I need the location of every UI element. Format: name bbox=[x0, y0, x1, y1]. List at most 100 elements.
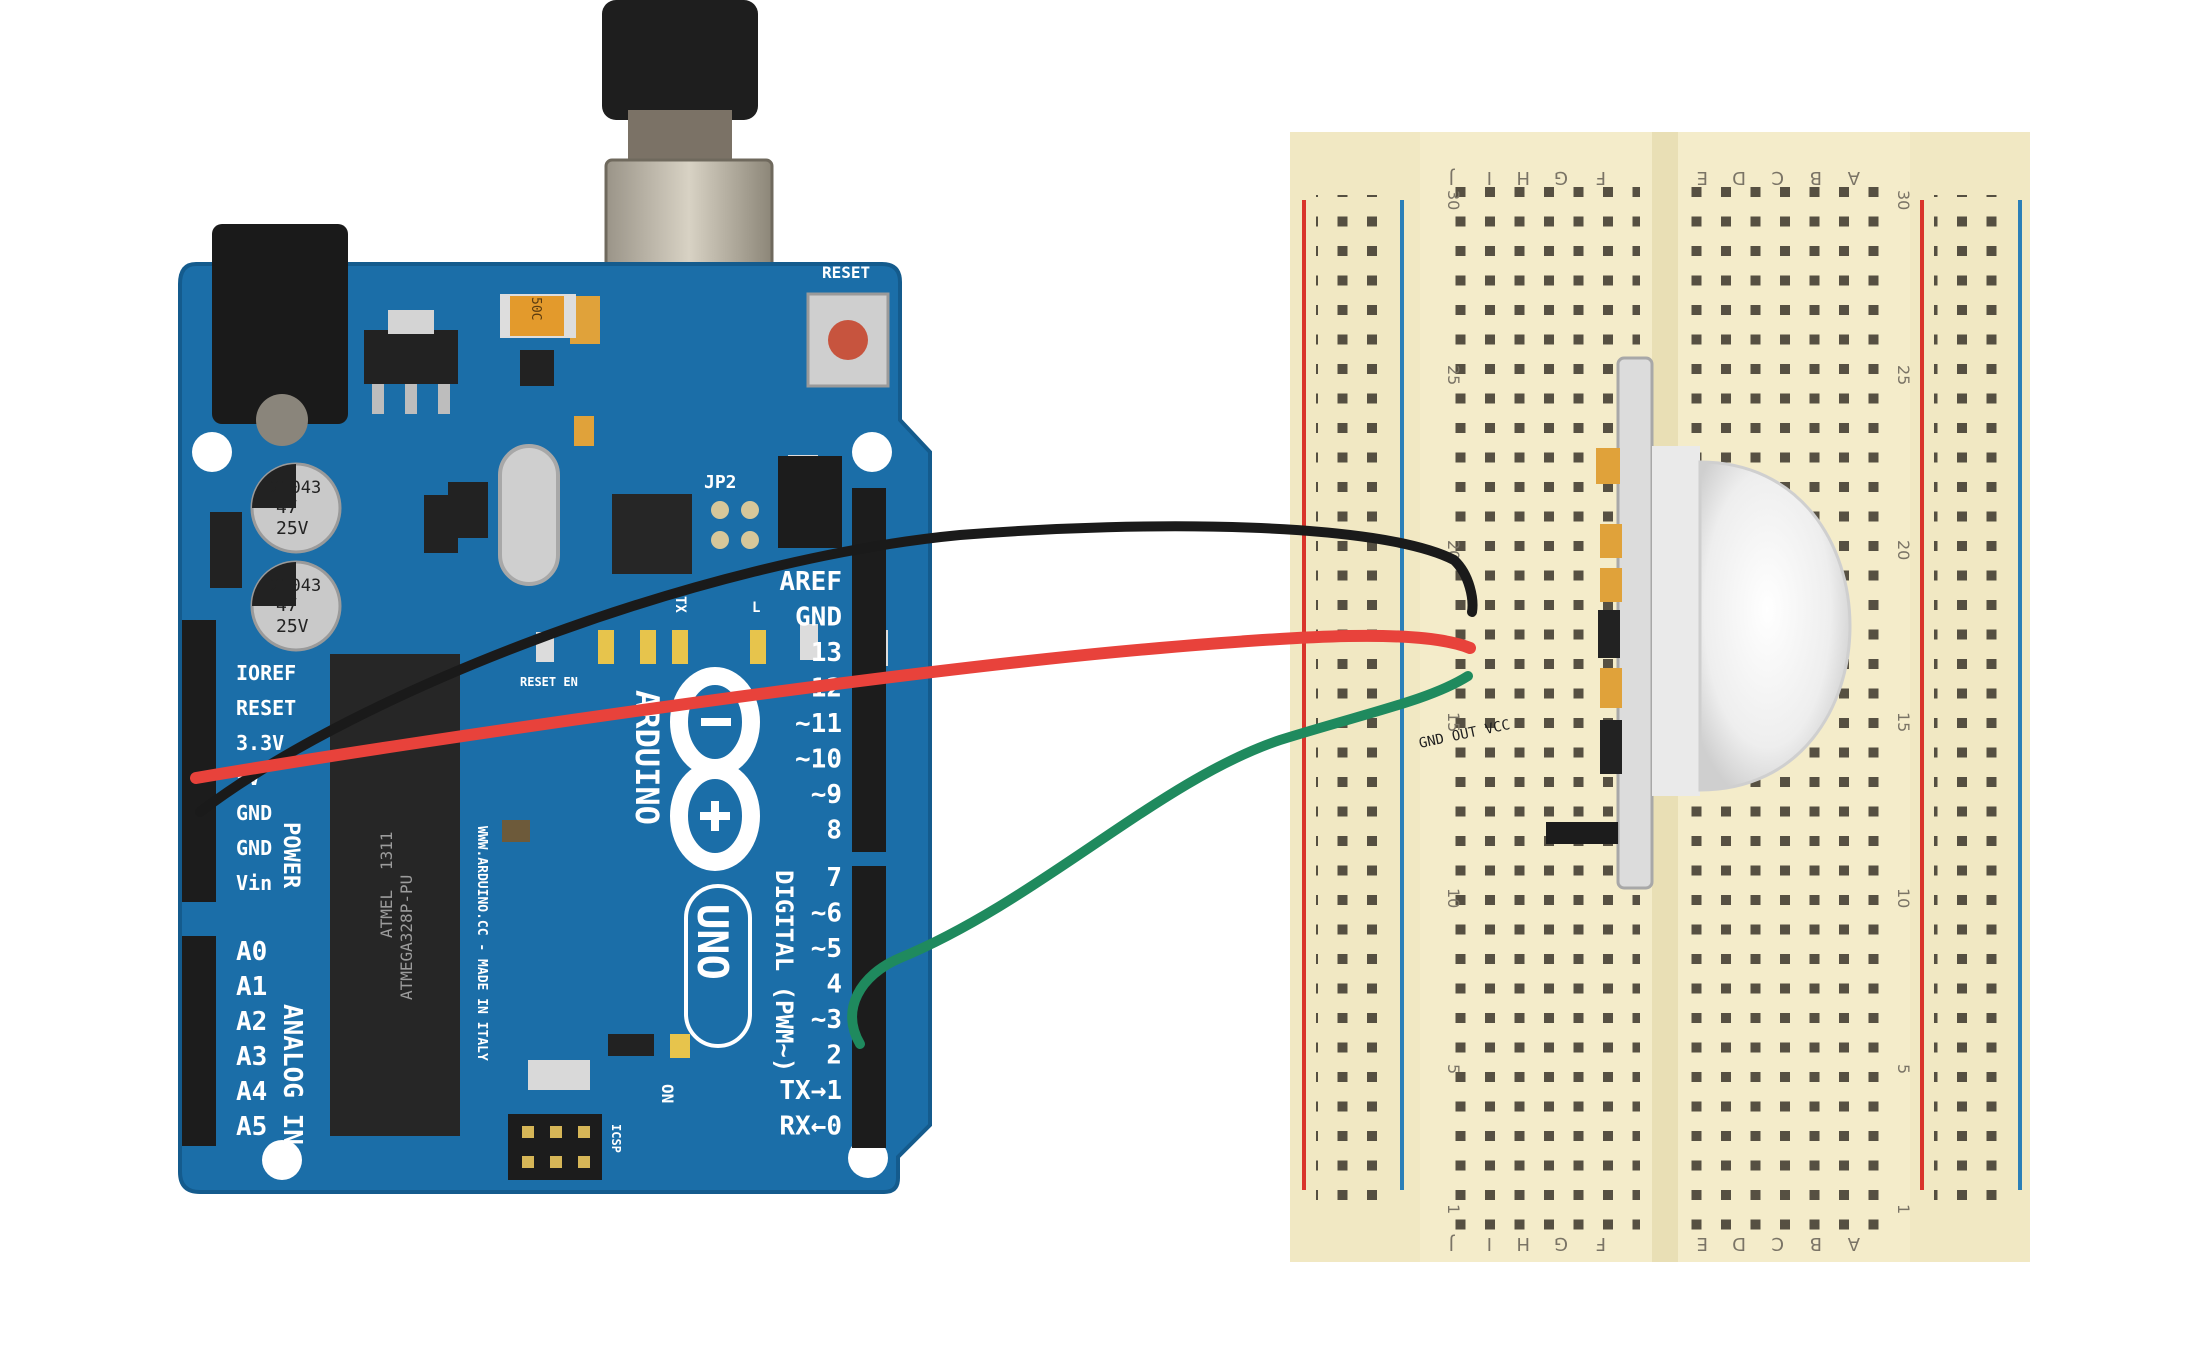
digital-pin-label: 2 bbox=[826, 1041, 842, 1071]
breadboard-column-label: I bbox=[1487, 167, 1492, 188]
pir-dome bbox=[1698, 460, 1852, 792]
led-label-l: L bbox=[752, 600, 760, 616]
breadboard-row-number: 5 bbox=[1894, 1064, 1913, 1074]
svg-text:47: 47 bbox=[276, 595, 298, 616]
svg-text:21043: 21043 bbox=[270, 576, 321, 596]
chip-code: 1311 bbox=[377, 831, 396, 870]
breadboard-column-label: B bbox=[1810, 1233, 1822, 1254]
wire-black bbox=[195, 521, 1478, 817]
jp2-label: JP2 bbox=[704, 472, 737, 493]
power-pin-label: GND bbox=[236, 836, 272, 860]
resistor-code: 50C bbox=[528, 297, 543, 320]
svg-text:47: 47 bbox=[276, 497, 298, 518]
analog-pin-label: A4 bbox=[236, 1077, 267, 1107]
breadboard-column-label: B bbox=[1810, 167, 1822, 188]
digital-pin-label: 13 bbox=[811, 638, 842, 668]
analog-pin-label: A5 bbox=[236, 1112, 267, 1142]
breadboard-column-label: G bbox=[1554, 1233, 1568, 1254]
power-header bbox=[182, 620, 216, 902]
power-pin-label: 3.3V bbox=[236, 731, 284, 755]
digital-pin-label: 7 bbox=[826, 863, 842, 893]
arduino-board: 50C 21043 47 25V 21043 47 25V JP2 bbox=[178, 224, 932, 1194]
digital-pin-label: ~3 bbox=[811, 1005, 842, 1035]
breadboard-column-label: F bbox=[1596, 167, 1606, 188]
analog-pin-label: A0 bbox=[236, 937, 267, 967]
arduino-url: WWW.ARDUINO.CC - MADE IN ITALY bbox=[474, 826, 489, 1061]
pir-sensor: GND OUT VCC bbox=[1418, 356, 1852, 890]
breadboard-row-number: 10 bbox=[1444, 888, 1463, 908]
digital-pin-label: RX←0 bbox=[779, 1112, 842, 1142]
rail-holes-left bbox=[1316, 195, 1396, 1205]
digital-pin-label: ~6 bbox=[811, 899, 842, 929]
svg-text:25V: 25V bbox=[276, 616, 309, 637]
breadboard-row-number: 15 bbox=[1444, 712, 1463, 732]
pir-pcb bbox=[1616, 356, 1654, 890]
dc-power-jack bbox=[212, 224, 348, 424]
arduino-logo bbox=[670, 667, 760, 871]
breadboard-column-label: H bbox=[1516, 1233, 1530, 1254]
uno-badge: UNO bbox=[684, 884, 752, 1048]
reset-button[interactable] bbox=[828, 320, 868, 360]
digital-pin-label: ~11 bbox=[795, 709, 842, 739]
breadboard-row-number: 25 bbox=[1894, 365, 1913, 385]
breadboard-column-label: E bbox=[1697, 167, 1708, 188]
power-label: POWER bbox=[278, 822, 303, 889]
crystal bbox=[498, 444, 560, 586]
breadboard-row-number: 30 bbox=[1444, 190, 1463, 210]
analog-pin-label: A3 bbox=[236, 1042, 267, 1072]
digital-pin-label: ~5 bbox=[811, 934, 842, 964]
chip-label: ATMEGA328P-PU bbox=[397, 875, 416, 1000]
usb-controller-chip bbox=[612, 494, 692, 574]
digital-header-label: DIGITAL (PWM~) bbox=[770, 870, 798, 1072]
uno-label: UNO bbox=[688, 904, 737, 980]
rail-holes-right bbox=[1934, 195, 2014, 1205]
breadboard-column-label: F bbox=[1596, 1233, 1606, 1254]
breadboard-row-number: 10 bbox=[1894, 888, 1913, 908]
analog-header bbox=[182, 936, 216, 1146]
breadboard-row-number: 15 bbox=[1894, 712, 1913, 732]
breadboard-column-label: A bbox=[1847, 1233, 1860, 1254]
power-pin-label: RESET bbox=[236, 696, 296, 720]
breadboard-column-label: D bbox=[1732, 1233, 1746, 1254]
digital-pin-label: GND bbox=[795, 603, 842, 633]
reset-en-label: RESET EN bbox=[520, 675, 578, 689]
digital-pin-label: 4 bbox=[826, 970, 842, 1000]
digital-pin-label: AREF bbox=[779, 567, 842, 597]
wire-green bbox=[847, 671, 1473, 1049]
breadboard-row-number: 1 bbox=[1444, 1204, 1463, 1214]
breadboard-column-label: I bbox=[1487, 1233, 1492, 1254]
capacitor-2: 21043 47 25V bbox=[250, 560, 342, 652]
digital-pin-label: TX→1 bbox=[779, 1076, 842, 1106]
digital-pin-label: 8 bbox=[826, 816, 842, 846]
analog-label: ANALOG IN bbox=[277, 1004, 307, 1145]
svg-text:21043: 21043 bbox=[270, 478, 321, 498]
capacitor-1: 21043 47 25V bbox=[250, 462, 342, 554]
on-label: ON bbox=[658, 1084, 677, 1103]
breadboard-row-number: 30 bbox=[1894, 190, 1913, 210]
wire-red bbox=[190, 629, 1476, 784]
breadboard-row-number: 25 bbox=[1444, 365, 1463, 385]
svg-text:25V: 25V bbox=[276, 518, 309, 539]
breadboard-column-label: C bbox=[1771, 1233, 1784, 1254]
power-pin-label: Vin bbox=[236, 871, 272, 895]
digital-pin-label: ~10 bbox=[795, 745, 842, 775]
breadboard-row-number: 1 bbox=[1894, 1204, 1913, 1214]
breadboard-row-number: 20 bbox=[1894, 540, 1913, 560]
digital-pin-label: ~9 bbox=[811, 780, 842, 810]
breadboard-column-label: E bbox=[1697, 1233, 1708, 1254]
breadboard-column-label: C bbox=[1771, 167, 1784, 188]
led-label-tx: TX bbox=[672, 596, 688, 613]
breadboard-column-label: G bbox=[1554, 167, 1568, 188]
reset-label: RESET bbox=[822, 263, 870, 282]
breadboard-column-label: D bbox=[1732, 167, 1746, 188]
breadboard-row-number: 5 bbox=[1444, 1064, 1463, 1074]
jumper-wires bbox=[190, 521, 1478, 1049]
breadboard-column-label: H bbox=[1516, 167, 1530, 188]
breadboard-column-label: J bbox=[1449, 1233, 1455, 1254]
